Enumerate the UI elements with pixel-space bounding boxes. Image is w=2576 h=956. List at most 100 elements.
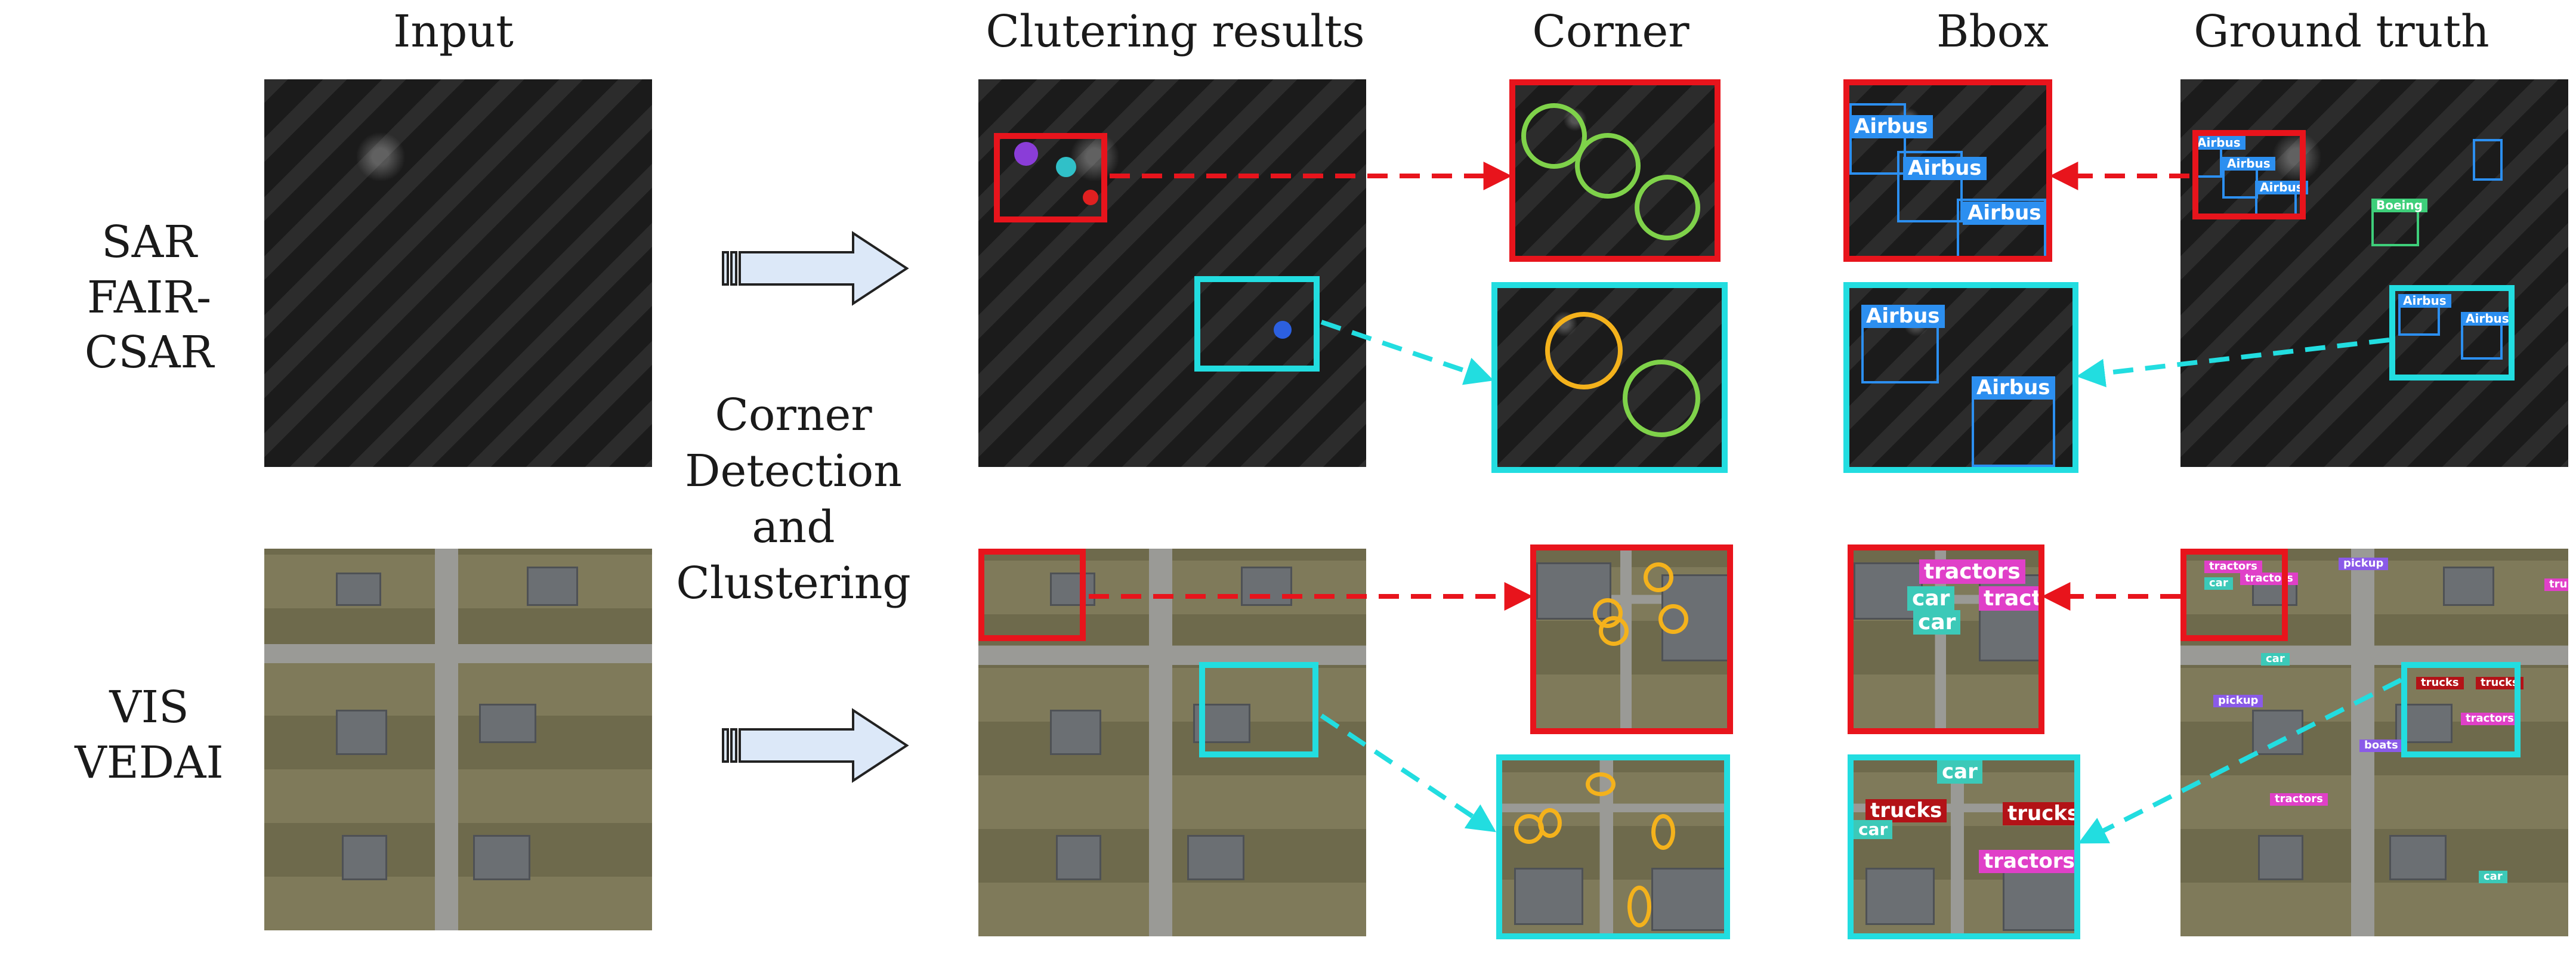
right-arrow-icon	[722, 231, 909, 306]
row-label-sar-dataset: FAIR-CSAR	[84, 271, 214, 379]
method-label: Corner Detection and Clustering	[674, 388, 913, 612]
bbox-label: tractors	[1919, 559, 2025, 584]
house	[2258, 835, 2303, 880]
house	[1050, 710, 1101, 755]
gt-label: tractors	[2270, 793, 2328, 806]
house	[2389, 835, 2447, 880]
green-ring	[1575, 133, 1641, 199]
gt-label: car	[2204, 577, 2233, 590]
vis-ground-truth-image: tractors car tractors pickup car pickup …	[2180, 549, 2568, 936]
sar-cyan-roi	[1194, 276, 1320, 372]
gt-label: Airbus	[2192, 136, 2245, 150]
header-ground-truth: Ground truth	[2194, 6, 2489, 57]
method-line-2: Detection	[685, 445, 902, 497]
header-input: Input	[393, 6, 514, 57]
house	[1056, 835, 1101, 880]
gt-label: boats	[2359, 739, 2403, 752]
gt-label: pickup	[2339, 557, 2389, 570]
vis-red-roi	[978, 549, 1086, 641]
house	[2443, 567, 2494, 606]
house	[527, 567, 578, 606]
sar-gt-red-roi	[2192, 130, 2306, 219]
bbox-label: Airbus	[1963, 201, 2046, 225]
house	[1651, 868, 1724, 931]
house	[1514, 868, 1583, 925]
bbox-label: tractors	[1979, 849, 2074, 874]
gt-label: trucks	[2476, 676, 2524, 689]
bbox	[1897, 151, 1963, 222]
dashed-arrow-cyan	[1320, 320, 1494, 385]
vis-gt-red-roi	[2180, 549, 2288, 641]
house	[1187, 835, 1244, 880]
method-line-1: Corner	[715, 389, 872, 441]
bbox-label: tractors	[1979, 586, 2038, 611]
vis-cyan-roi	[1199, 662, 1318, 757]
row-label-vis-modality: VIS	[109, 682, 189, 733]
sar-bbox-top: Airbus Airbus Airbus	[1843, 79, 2052, 262]
bbox-label: trucks	[1865, 799, 1947, 823]
sar-ground-truth-image: Airbus Airbus Airbus Boeing Airbus Airbu…	[2180, 79, 2568, 467]
vis-bbox-top: tractors car car tractors	[1848, 544, 2044, 734]
bbox-label: car	[1913, 610, 1961, 635]
house	[1050, 573, 1095, 606]
green-ring	[1521, 103, 1587, 169]
gt-label: tractors	[2204, 560, 2262, 573]
dashed-arrow-cyan	[2076, 338, 2390, 388]
bbox-label: Airbus	[1972, 376, 2055, 400]
gt-bbox	[2473, 139, 2503, 181]
gt-label: trucks	[2416, 676, 2464, 689]
right-arrow-icon	[722, 708, 909, 783]
house	[1241, 567, 1292, 606]
gt-label: tru	[2544, 578, 2568, 591]
gt-label: car	[2479, 870, 2507, 883]
header-bbox: Bbox	[1936, 6, 2049, 57]
green-ring	[1623, 360, 1700, 437]
cluster-blob	[1056, 157, 1076, 177]
sar-bbox-bottom: Airbus Airbus	[1843, 282, 2078, 473]
orange-ring	[1658, 604, 1688, 634]
method-line-4: Clustering	[676, 557, 911, 609]
bbox-label: trucks	[2003, 802, 2074, 826]
sar-corner-top	[1509, 79, 1721, 262]
gt-label: Airbus	[2398, 294, 2451, 308]
sar-corner-bottom	[1491, 282, 1728, 473]
house	[336, 573, 381, 606]
orange-ring	[1599, 616, 1629, 646]
house	[1865, 868, 1935, 925]
gt-label: Airbus	[2461, 312, 2514, 326]
bbox	[1957, 199, 2046, 256]
vis-bbox-bottom: car trucks trucks tractors car	[1848, 754, 2080, 939]
vis-clustering-image	[978, 549, 1366, 936]
bbox-label: Airbus	[1903, 156, 1987, 181]
orange-ring	[1651, 814, 1675, 850]
vis-corner-bottom	[1496, 754, 1730, 939]
sar-clustering-image	[978, 79, 1366, 467]
bbox-label: car	[1937, 760, 1982, 784]
house	[336, 710, 387, 755]
house	[479, 704, 536, 743]
house	[2252, 710, 2303, 755]
cluster-blob	[1014, 142, 1038, 166]
method-line-3: and	[752, 501, 835, 553]
vis-gt-cyan-roi	[2401, 662, 2521, 757]
row-label-vis-dataset: VEDAI	[75, 737, 224, 788]
bbox-label: Airbus	[1861, 304, 1945, 329]
house	[473, 835, 530, 880]
dashed-arrow-cyan	[1320, 713, 1496, 833]
cluster-blob	[1274, 321, 1292, 339]
row-label-sar: SAR FAIR-CSAR	[24, 215, 274, 380]
orange-ring	[1545, 312, 1623, 389]
gt-label: pickup	[2213, 694, 2263, 707]
gt-label: car	[2261, 652, 2290, 666]
bbox-label: Airbus	[1849, 115, 1933, 139]
vis-input-image	[264, 549, 652, 930]
sar-gt-cyan-roi	[2389, 285, 2515, 380]
orange-ring	[1627, 886, 1651, 927]
dashed-arrow-cyan	[2078, 677, 2402, 844]
bbox	[1849, 103, 1906, 175]
gt-label: Airbus	[2222, 157, 2275, 171]
orange-ring	[1586, 772, 1616, 796]
gt-label: Boeing	[2371, 199, 2427, 212]
vis-corner-top	[1530, 544, 1733, 734]
